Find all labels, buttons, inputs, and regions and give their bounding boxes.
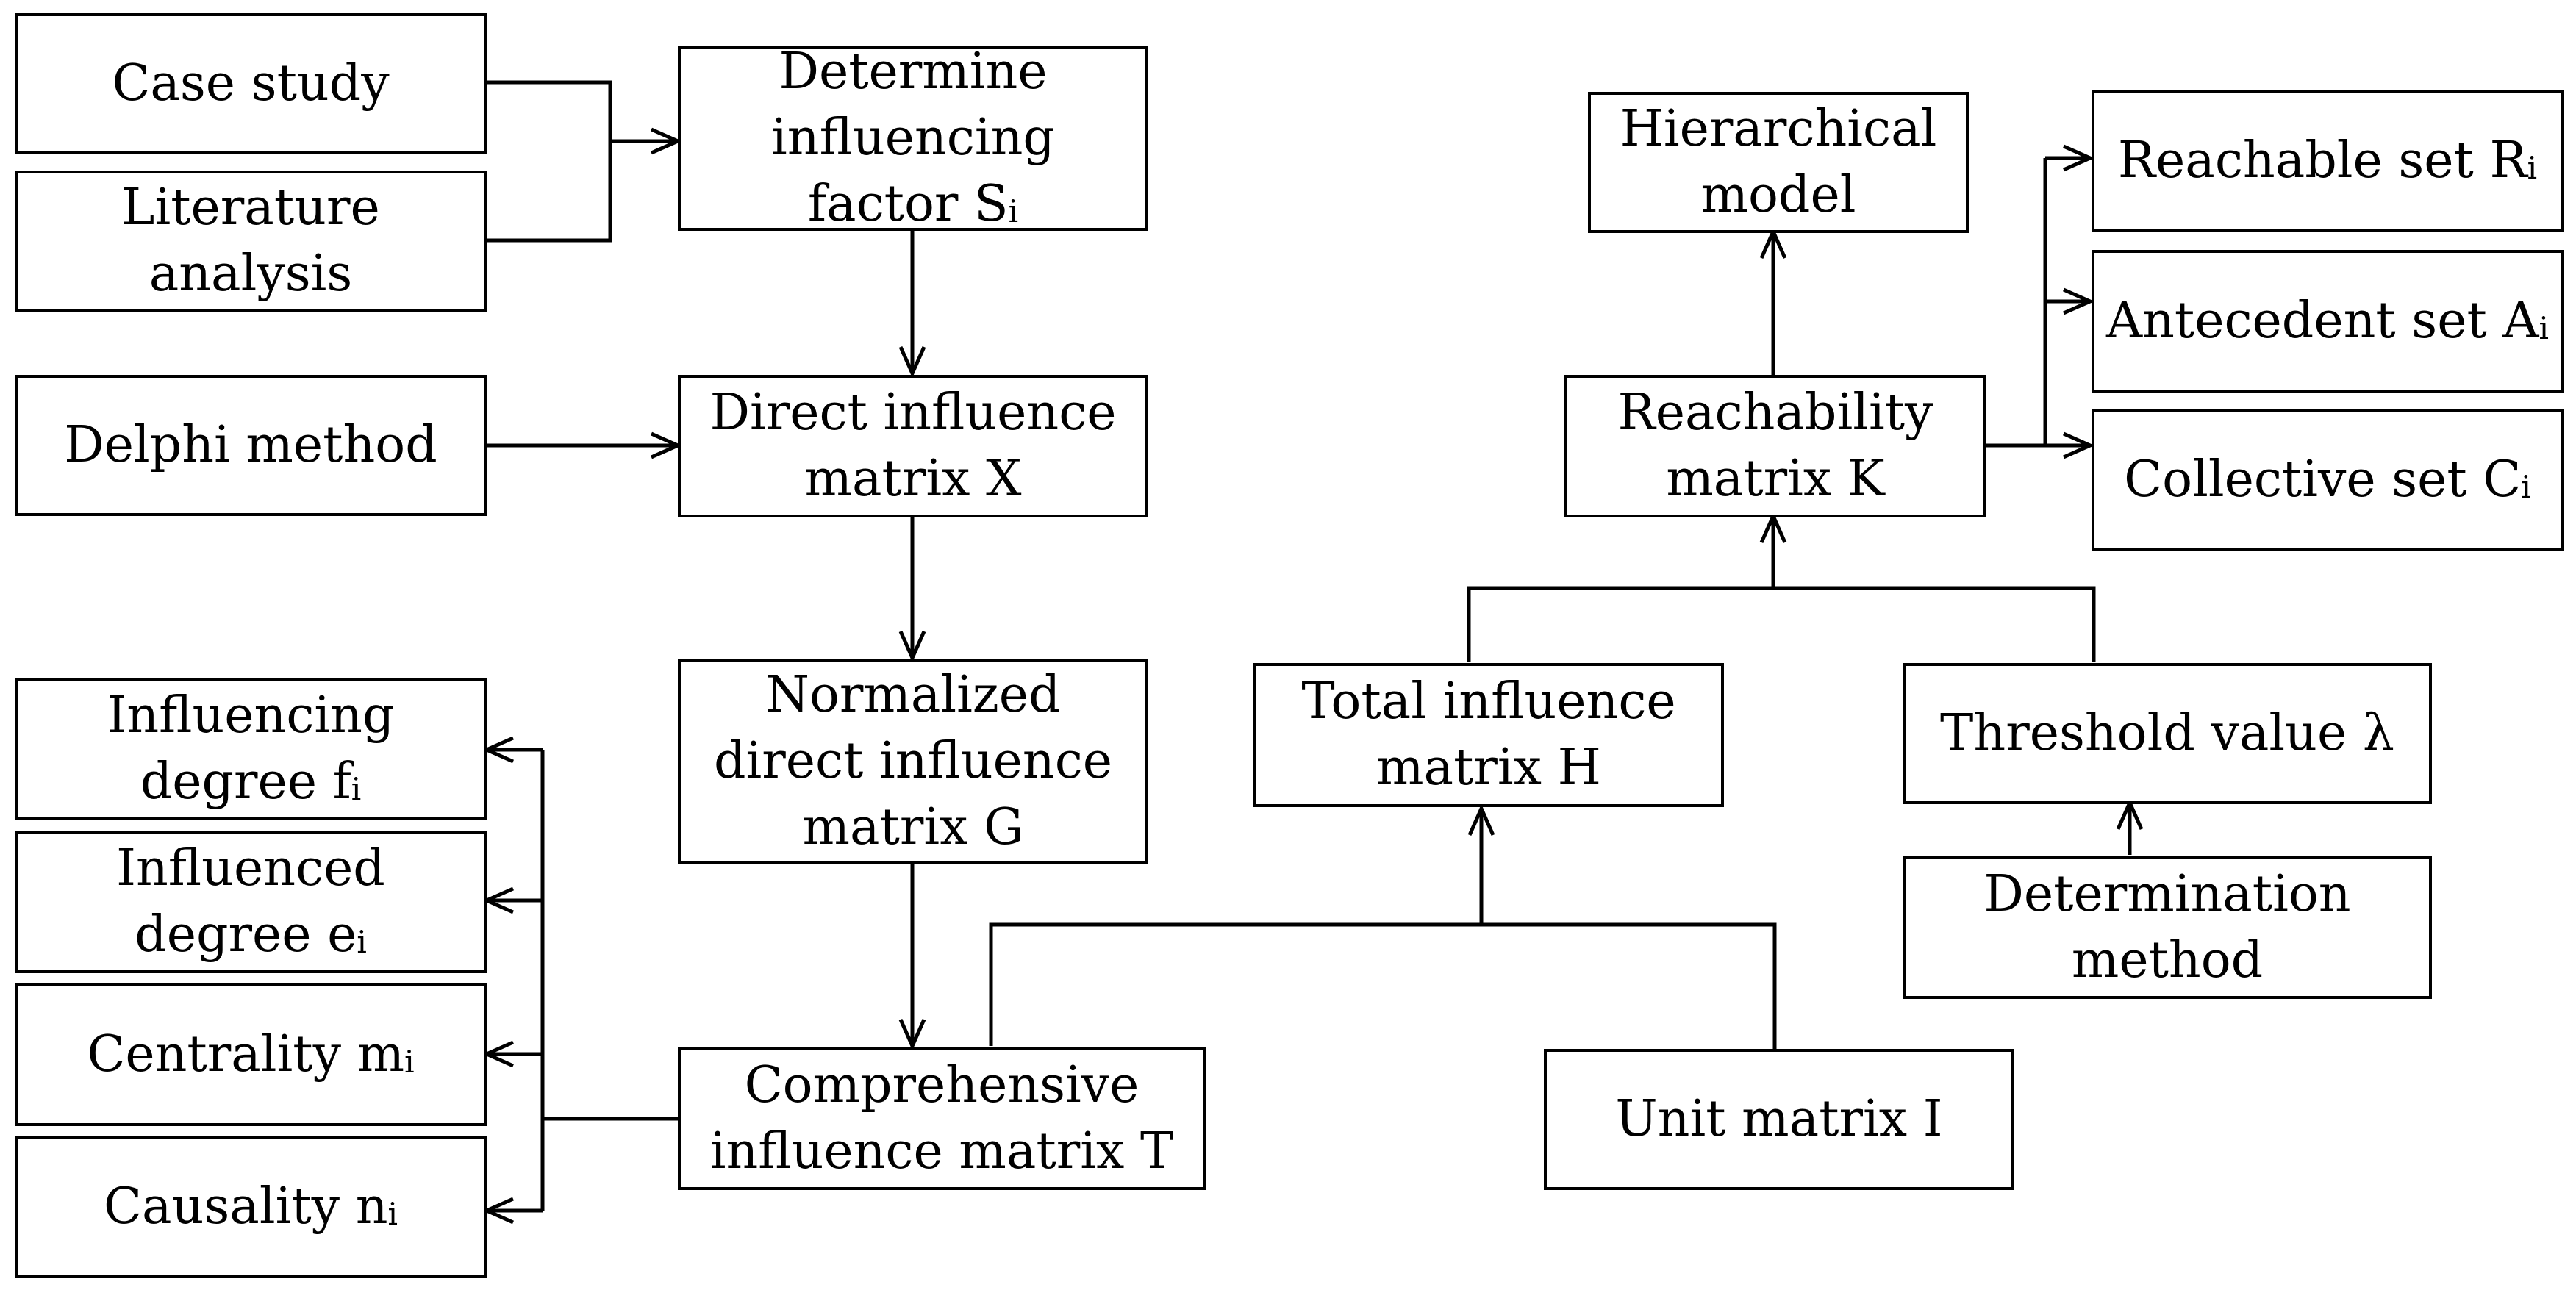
determination-method-box: Determination method xyxy=(1903,856,2432,999)
influenced-degree-label: Influenced degree ei xyxy=(89,836,412,968)
reachability-matrix-box: Reachability matrix K xyxy=(1564,375,1986,517)
edge-reachability-sets xyxy=(1985,158,2047,448)
hierarchical-model-box: Hierarchical model xyxy=(1588,92,1969,233)
case-study-box: Case study xyxy=(15,13,487,154)
edge-total-threshold xyxy=(1467,586,2096,662)
normalized-matrix-label: Normalized direct influence matrix G xyxy=(713,666,1113,856)
unit-matrix-label: Unit matrix I xyxy=(1615,1090,1943,1149)
causality-text: Causality n xyxy=(104,1178,388,1236)
delphi-method-box: Delphi method xyxy=(15,375,487,516)
influencing-degree-label: Influencing degree fi xyxy=(89,683,412,815)
direct-matrix-box: Direct influence matrix X xyxy=(678,375,1148,517)
edge-comprehensive-unit xyxy=(989,922,1777,1049)
reachability-matrix-label: Reachability matrix K xyxy=(1617,384,1933,508)
threshold-value-label: Threshold value λ xyxy=(1940,704,2394,763)
centrality-box: Centrality mi xyxy=(15,983,487,1126)
reachable-set-label: Reachable set Ri xyxy=(2118,128,2537,194)
influenced-degree-subscript: i xyxy=(357,924,367,961)
threshold-value-box: Threshold value λ xyxy=(1903,663,2432,804)
literature-analysis-box: Literature analysis xyxy=(15,171,487,312)
total-matrix-box: Total influence matrix H xyxy=(1253,663,1724,807)
antecedent-set-subscript: i xyxy=(2539,310,2549,347)
collective-set-box: Collective set Ci xyxy=(2092,409,2564,551)
determination-method-label: Determination method xyxy=(1983,865,2351,989)
reachable-set-subscript: i xyxy=(2527,150,2538,187)
centrality-label: Centrality mi xyxy=(87,1022,414,1088)
causality-box: Causality ni xyxy=(15,1136,487,1278)
centrality-text: Centrality m xyxy=(87,1025,405,1084)
causality-label: Causality ni xyxy=(104,1174,398,1240)
influenced-degree-text: Influenced degree e xyxy=(116,839,385,964)
determine-factor-label: Determine influencing factor Si xyxy=(715,39,1112,237)
normalized-matrix-box: Normalized direct influence matrix G xyxy=(678,659,1148,864)
centrality-subscript: i xyxy=(404,1044,415,1081)
collective-set-text: Collective set C xyxy=(2124,451,2522,509)
collective-set-label: Collective set Ci xyxy=(2124,447,2531,513)
determine-factor-subscript: i xyxy=(1008,193,1019,229)
influencing-degree-subscript: i xyxy=(351,771,362,808)
influencing-degree-text: Influencing degree f xyxy=(107,687,395,811)
edge-comprehensive-indicators xyxy=(540,750,678,1211)
antecedent-set-box: Antecedent set Ai xyxy=(2092,250,2564,393)
collective-set-subscript: i xyxy=(2521,469,2531,506)
determine-factor-box: Determine influencing factor Si xyxy=(678,43,1148,233)
reachable-set-text: Reachable set R xyxy=(2117,132,2527,190)
case-study-label: Case study xyxy=(112,54,390,113)
influenced-degree-box: Influenced degree ei xyxy=(15,831,487,973)
literature-analysis-label: Literature analysis xyxy=(121,179,380,303)
antecedent-set-label: Antecedent set Ai xyxy=(2106,288,2549,354)
causality-subscript: i xyxy=(387,1196,398,1233)
comprehensive-matrix-label: Comprehensive influence matrix T xyxy=(709,1056,1174,1180)
determine-factor-text: Determine influencing factor S xyxy=(771,43,1055,233)
antecedent-set-text: Antecedent set A xyxy=(2106,292,2539,351)
comprehensive-matrix-box: Comprehensive influence matrix T xyxy=(678,1047,1206,1190)
hierarchical-model-label: Hierarchical model xyxy=(1620,100,1937,224)
influencing-degree-box: Influencing degree fi xyxy=(15,678,487,820)
total-matrix-label: Total influence matrix H xyxy=(1301,673,1676,797)
edge-case-study xyxy=(485,80,612,243)
delphi-method-label: Delphi method xyxy=(64,416,437,475)
direct-matrix-label: Direct influence matrix X xyxy=(709,384,1117,508)
reachable-set-box: Reachable set Ri xyxy=(2092,90,2564,232)
unit-matrix-box: Unit matrix I xyxy=(1544,1049,2014,1190)
